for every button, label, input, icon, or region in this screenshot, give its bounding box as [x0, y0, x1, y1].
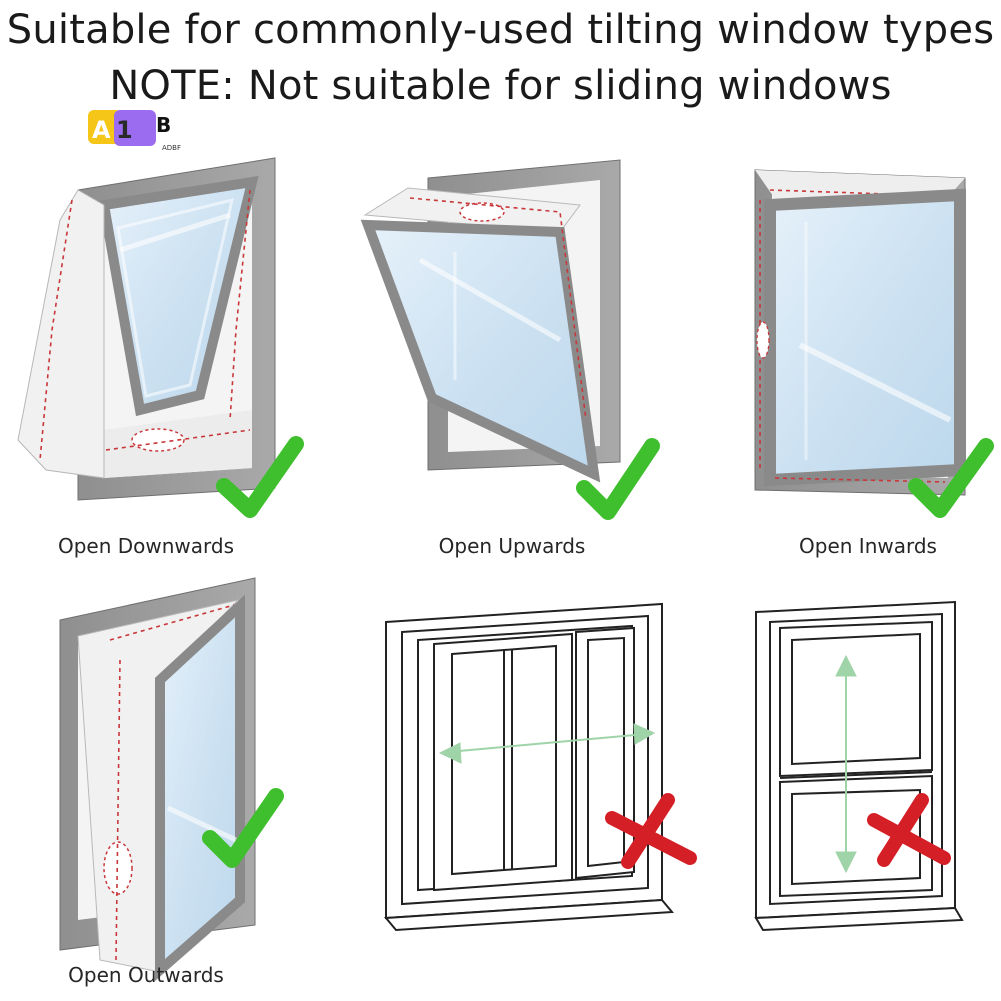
headline-suitable: Suitable for commonly-used tilting windo… — [6, 7, 995, 53]
window-open-outwards — [59, 577, 256, 982]
checkmark-icon-downwards — [216, 436, 304, 518]
logo-digit-1: 1 — [116, 116, 133, 144]
logo-letter-a: A — [92, 116, 111, 144]
caption-open-upwards: Open Upwards — [438, 534, 586, 558]
window-open-downwards — [17, 157, 276, 501]
logo-subtext: ADBF — [162, 144, 181, 152]
window-sliding-horizontal — [383, 602, 675, 932]
double-arrow-icon-horizontal — [438, 723, 656, 764]
cross-icon-sliding-vertical — [867, 793, 951, 867]
logo-yellow-tile — [88, 110, 122, 144]
checkmark-icon-upwards — [576, 438, 660, 520]
logo-letter-b: B — [156, 113, 171, 137]
brand-logo: B ADBF A 1 — [88, 110, 181, 152]
logo-purple-tile — [114, 110, 156, 146]
cross-icon-sliding-horizontal — [605, 793, 697, 869]
window-sliding-vertical — [754, 600, 964, 932]
caption-open-outwards: Open Outwards — [68, 963, 224, 987]
checkmark-icon-outwards — [202, 788, 284, 868]
headline-note: NOTE: Not suitable for sliding windows — [109, 63, 892, 109]
window-open-inwards — [754, 169, 966, 496]
window-open-upwards — [360, 159, 621, 483]
caption-open-inwards: Open Inwards — [799, 534, 937, 558]
caption-open-downwards: Open Downwards — [57, 534, 235, 558]
checkmark-icon-inwards — [908, 438, 994, 518]
double-arrow-icon-vertical — [835, 654, 857, 874]
